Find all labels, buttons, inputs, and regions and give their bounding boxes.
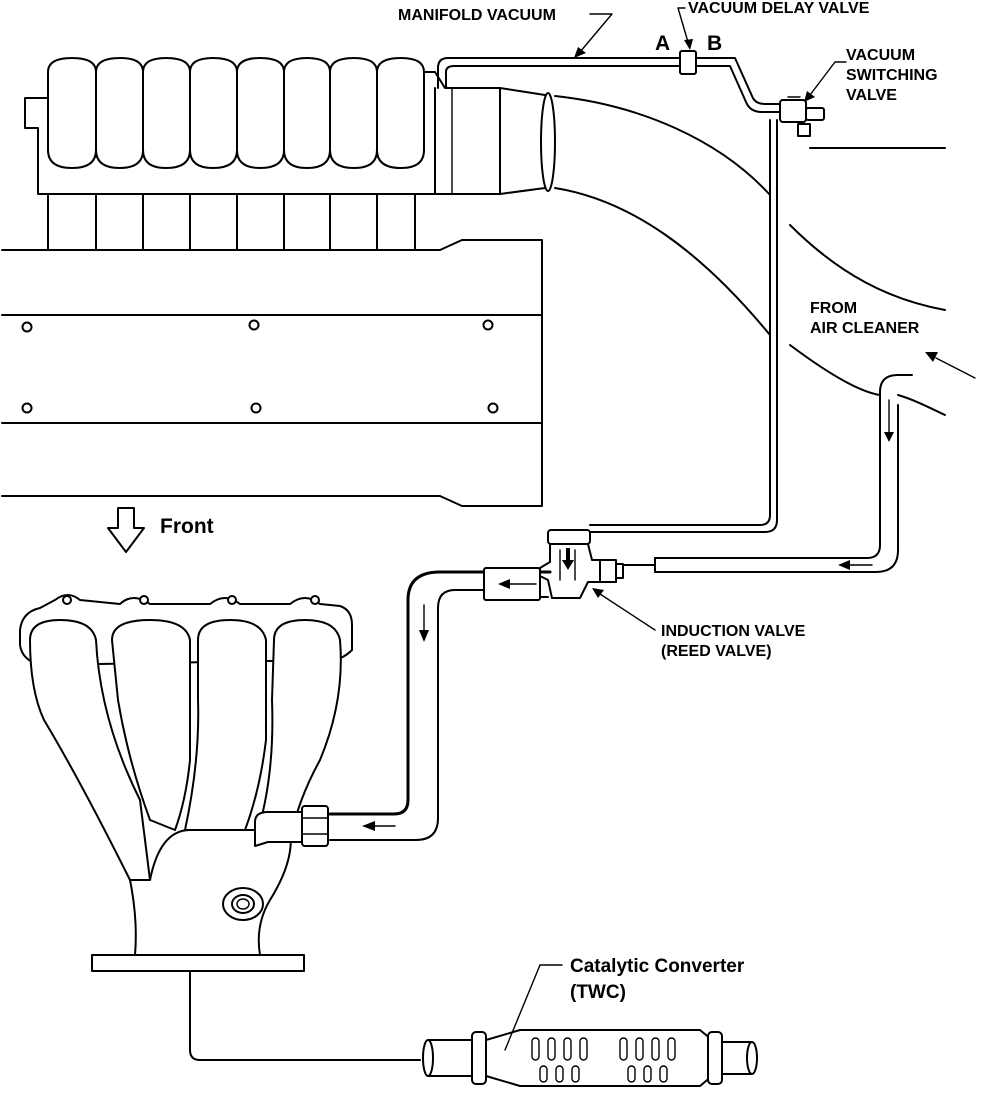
catalytic-converter-label-line-2: (TWC) xyxy=(570,982,626,1003)
front-label: Front xyxy=(160,515,214,538)
leader-lines xyxy=(504,7,976,1051)
intake-runners xyxy=(47,57,425,169)
vacuum-switching-valve xyxy=(779,96,825,137)
port-a-label: A xyxy=(655,32,670,55)
switching-to-induction-vacuum-hose xyxy=(589,119,778,533)
exhaust-manifold xyxy=(19,594,353,972)
delay-to-switching-hose xyxy=(695,57,781,113)
front-direction-arrow-icon xyxy=(107,507,145,553)
vacuum-switching-valve-label-line-3: VALVE xyxy=(846,87,897,104)
air-injection-pipe xyxy=(328,567,552,841)
air-supply-hose xyxy=(621,374,913,573)
exhaust-pipe xyxy=(189,970,421,1061)
induction-valve-label-line-1: INDUCTION VALVE xyxy=(661,623,806,640)
manifold-vacuum-label: MANIFOLD VACUUM xyxy=(398,7,556,24)
vacuum-delay-valve-label: VACUUM DELAY VALVE xyxy=(688,0,870,17)
port-b-label: B xyxy=(707,32,722,55)
from-air-cleaner-label-line-1: FROM xyxy=(810,300,857,317)
induction-valve-label-line-2: (REED VALVE) xyxy=(661,643,772,660)
vacuum-delay-valve xyxy=(679,50,697,75)
vacuum-switching-valve-label-line-2: SWITCHING xyxy=(846,67,938,84)
catalytic-converter-label-line-1: Catalytic Converter xyxy=(570,956,745,977)
vacuum-switching-valve-label-line-1: VACUUM xyxy=(846,47,915,64)
intake-manifold xyxy=(24,57,501,251)
induction-reed-valve xyxy=(539,529,624,599)
manifold-vacuum-hose xyxy=(437,57,681,89)
catalytic-converter xyxy=(422,1029,758,1087)
engine-cylinder-head xyxy=(1,239,543,507)
head-bolts xyxy=(21,319,499,414)
air-injection-fitting xyxy=(254,805,329,847)
from-air-cleaner-label-line-2: AIR CLEANER xyxy=(810,320,920,337)
intake-air-duct xyxy=(499,87,946,416)
